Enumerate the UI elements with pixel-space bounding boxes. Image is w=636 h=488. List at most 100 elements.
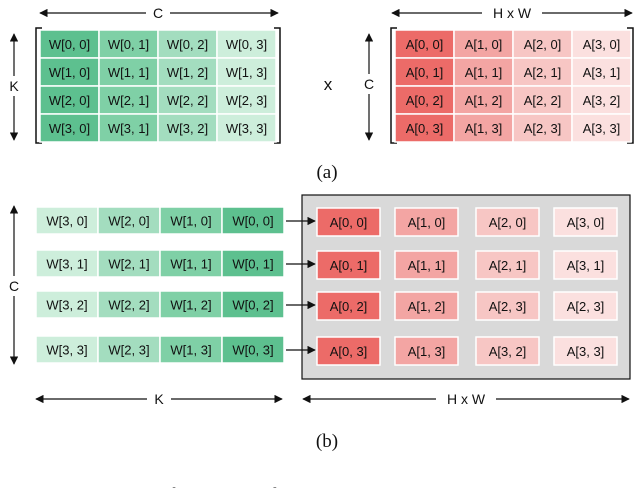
w-row-cell-bg <box>35 249 99 278</box>
a-grid-cell-bg <box>475 250 540 280</box>
b-side-label: C <box>9 278 19 294</box>
a-grid-cell: A[1, 0] <box>394 207 459 237</box>
a-grid-cell-label: A[3, 1] <box>567 258 605 273</box>
w-cell: W[1, 3] <box>216 57 277 87</box>
w-row-cell: W[1, 2] <box>159 290 223 319</box>
a-cell-label: A[0, 2] <box>406 93 444 108</box>
a-grid-cell: A[0, 0] <box>316 207 381 237</box>
w-right-bracket <box>274 27 281 144</box>
w-row-cell: W[0, 1] <box>221 249 285 278</box>
w-row-cell: W[2, 3] <box>97 335 161 364</box>
w-row-cell: W[1, 1] <box>159 249 223 278</box>
a-cell-label: A[0, 0] <box>406 37 444 52</box>
w-cell-label: W[1, 0] <box>49 65 90 80</box>
footer-text: Figure 3: Mapping weights to a convoluti… <box>0 484 328 488</box>
a-cell-label: A[0, 3] <box>406 121 444 136</box>
a-cell: A[2, 0] <box>512 29 573 59</box>
a-grid-cell-label: A[0, 3] <box>330 344 368 359</box>
a-grid-cell-bg <box>394 250 459 280</box>
w-cell-bg <box>216 85 277 115</box>
w-row-cell-label: W[2, 1] <box>108 257 149 272</box>
a-grid-cell-bg <box>475 207 540 237</box>
caption-a: (a) <box>316 162 337 183</box>
w-row-cell: W[2, 1] <box>97 249 161 278</box>
a-grid-cell-label: A[0, 2] <box>330 299 368 314</box>
a-cell-label: A[3, 1] <box>583 65 621 80</box>
a-cell-label: A[3, 2] <box>583 93 621 108</box>
a-grid-cell: A[2, 3] <box>475 291 540 321</box>
w-row-cell-label: W[2, 0] <box>108 214 149 229</box>
a-grid-cell: A[3, 0] <box>553 207 618 237</box>
a-grid-cell-label: A[2, 3] <box>489 299 527 314</box>
w-cell-bg <box>39 29 100 59</box>
a-cell-bg <box>512 113 573 143</box>
w-row-cell-bg <box>221 335 285 364</box>
w-cell-bg <box>39 113 100 143</box>
w-row-cell-bg <box>97 335 161 364</box>
a-grid-cell: A[2, 1] <box>475 250 540 280</box>
a-cell-label: A[1, 2] <box>465 93 503 108</box>
a-cell: A[0, 3] <box>394 113 455 143</box>
w-cell-label: W[1, 3] <box>226 65 267 80</box>
w-row-cell-label: W[1, 2] <box>170 298 211 313</box>
w-cell-label: W[3, 1] <box>108 121 149 136</box>
a-grid-cell: A[3, 2] <box>475 336 540 366</box>
w-cell: W[2, 0] <box>39 85 100 115</box>
a-cell: A[0, 0] <box>394 29 455 59</box>
w-row-cell-label: W[1, 1] <box>170 257 211 272</box>
a-cell-bg <box>453 85 514 115</box>
hw-dimension-label: H x W <box>447 391 486 407</box>
a-cell-label: A[1, 0] <box>465 37 503 52</box>
w-left-bracket <box>35 27 42 144</box>
w-row-cell-bg <box>221 206 285 235</box>
w-cell-bg <box>39 85 100 115</box>
a-cell: A[3, 0] <box>571 29 632 59</box>
w-cell: W[1, 1] <box>98 57 159 87</box>
w-cell-label: W[2, 3] <box>226 93 267 108</box>
a-grid-cell: A[1, 1] <box>394 250 459 280</box>
w-cell: W[0, 1] <box>98 29 159 59</box>
a-cell: A[3, 1] <box>571 57 632 87</box>
a-cell-bg <box>453 57 514 87</box>
w-cell-label: W[1, 1] <box>108 65 149 80</box>
a-cell: A[1, 0] <box>453 29 514 59</box>
w-row-cell-label: W[0, 3] <box>232 343 273 358</box>
w-row-cell-bg <box>35 335 99 364</box>
a-grid-cell-bg <box>553 336 618 366</box>
mapping-arrows <box>286 216 316 355</box>
a-cell-bg <box>571 29 632 59</box>
a-grid-cell: A[3, 1] <box>553 250 618 280</box>
a-grid-cell-bg <box>475 291 540 321</box>
w-cell: W[2, 3] <box>216 85 277 115</box>
w-cell: W[2, 2] <box>157 85 218 115</box>
w-row-cell-label: W[3, 2] <box>46 298 87 313</box>
w-row-cell: W[1, 0] <box>159 206 223 235</box>
a-grid-cell-label: A[2, 1] <box>489 258 527 273</box>
w-cell-label: W[2, 0] <box>49 93 90 108</box>
w-cell: W[1, 0] <box>39 57 100 87</box>
a-grid-cell-bg <box>394 336 459 366</box>
w-cell-label: W[2, 2] <box>167 93 208 108</box>
w-row-cell: W[2, 2] <box>97 290 161 319</box>
a-grid-cell-label: A[3, 2] <box>489 344 527 359</box>
a-cell-bg <box>453 113 514 143</box>
w-cell: W[3, 2] <box>157 113 218 143</box>
a-grid-cell-bg <box>316 250 381 280</box>
a-grid-cell-label: A[3, 3] <box>567 344 605 359</box>
w-row-cell-label: W[0, 0] <box>232 214 273 229</box>
a-grid-cell-label: A[1, 2] <box>408 299 446 314</box>
w-cell: W[3, 3] <box>216 113 277 143</box>
w-row-cell-bg <box>97 290 161 319</box>
a-grid-cell-bg <box>475 336 540 366</box>
w-cell: W[1, 2] <box>157 57 218 87</box>
w-cell: W[0, 0] <box>39 29 100 59</box>
a-grid-cell-label: A[0, 1] <box>330 258 368 273</box>
a-grid-cell-label: A[0, 0] <box>330 215 368 230</box>
w-cell-bg <box>216 57 277 87</box>
a-grid-cell: A[0, 3] <box>316 336 381 366</box>
w-cell-bg <box>157 113 218 143</box>
a-cell: A[0, 1] <box>394 57 455 87</box>
w-cell: W[0, 3] <box>216 29 277 59</box>
a-cell: A[1, 1] <box>453 57 514 87</box>
